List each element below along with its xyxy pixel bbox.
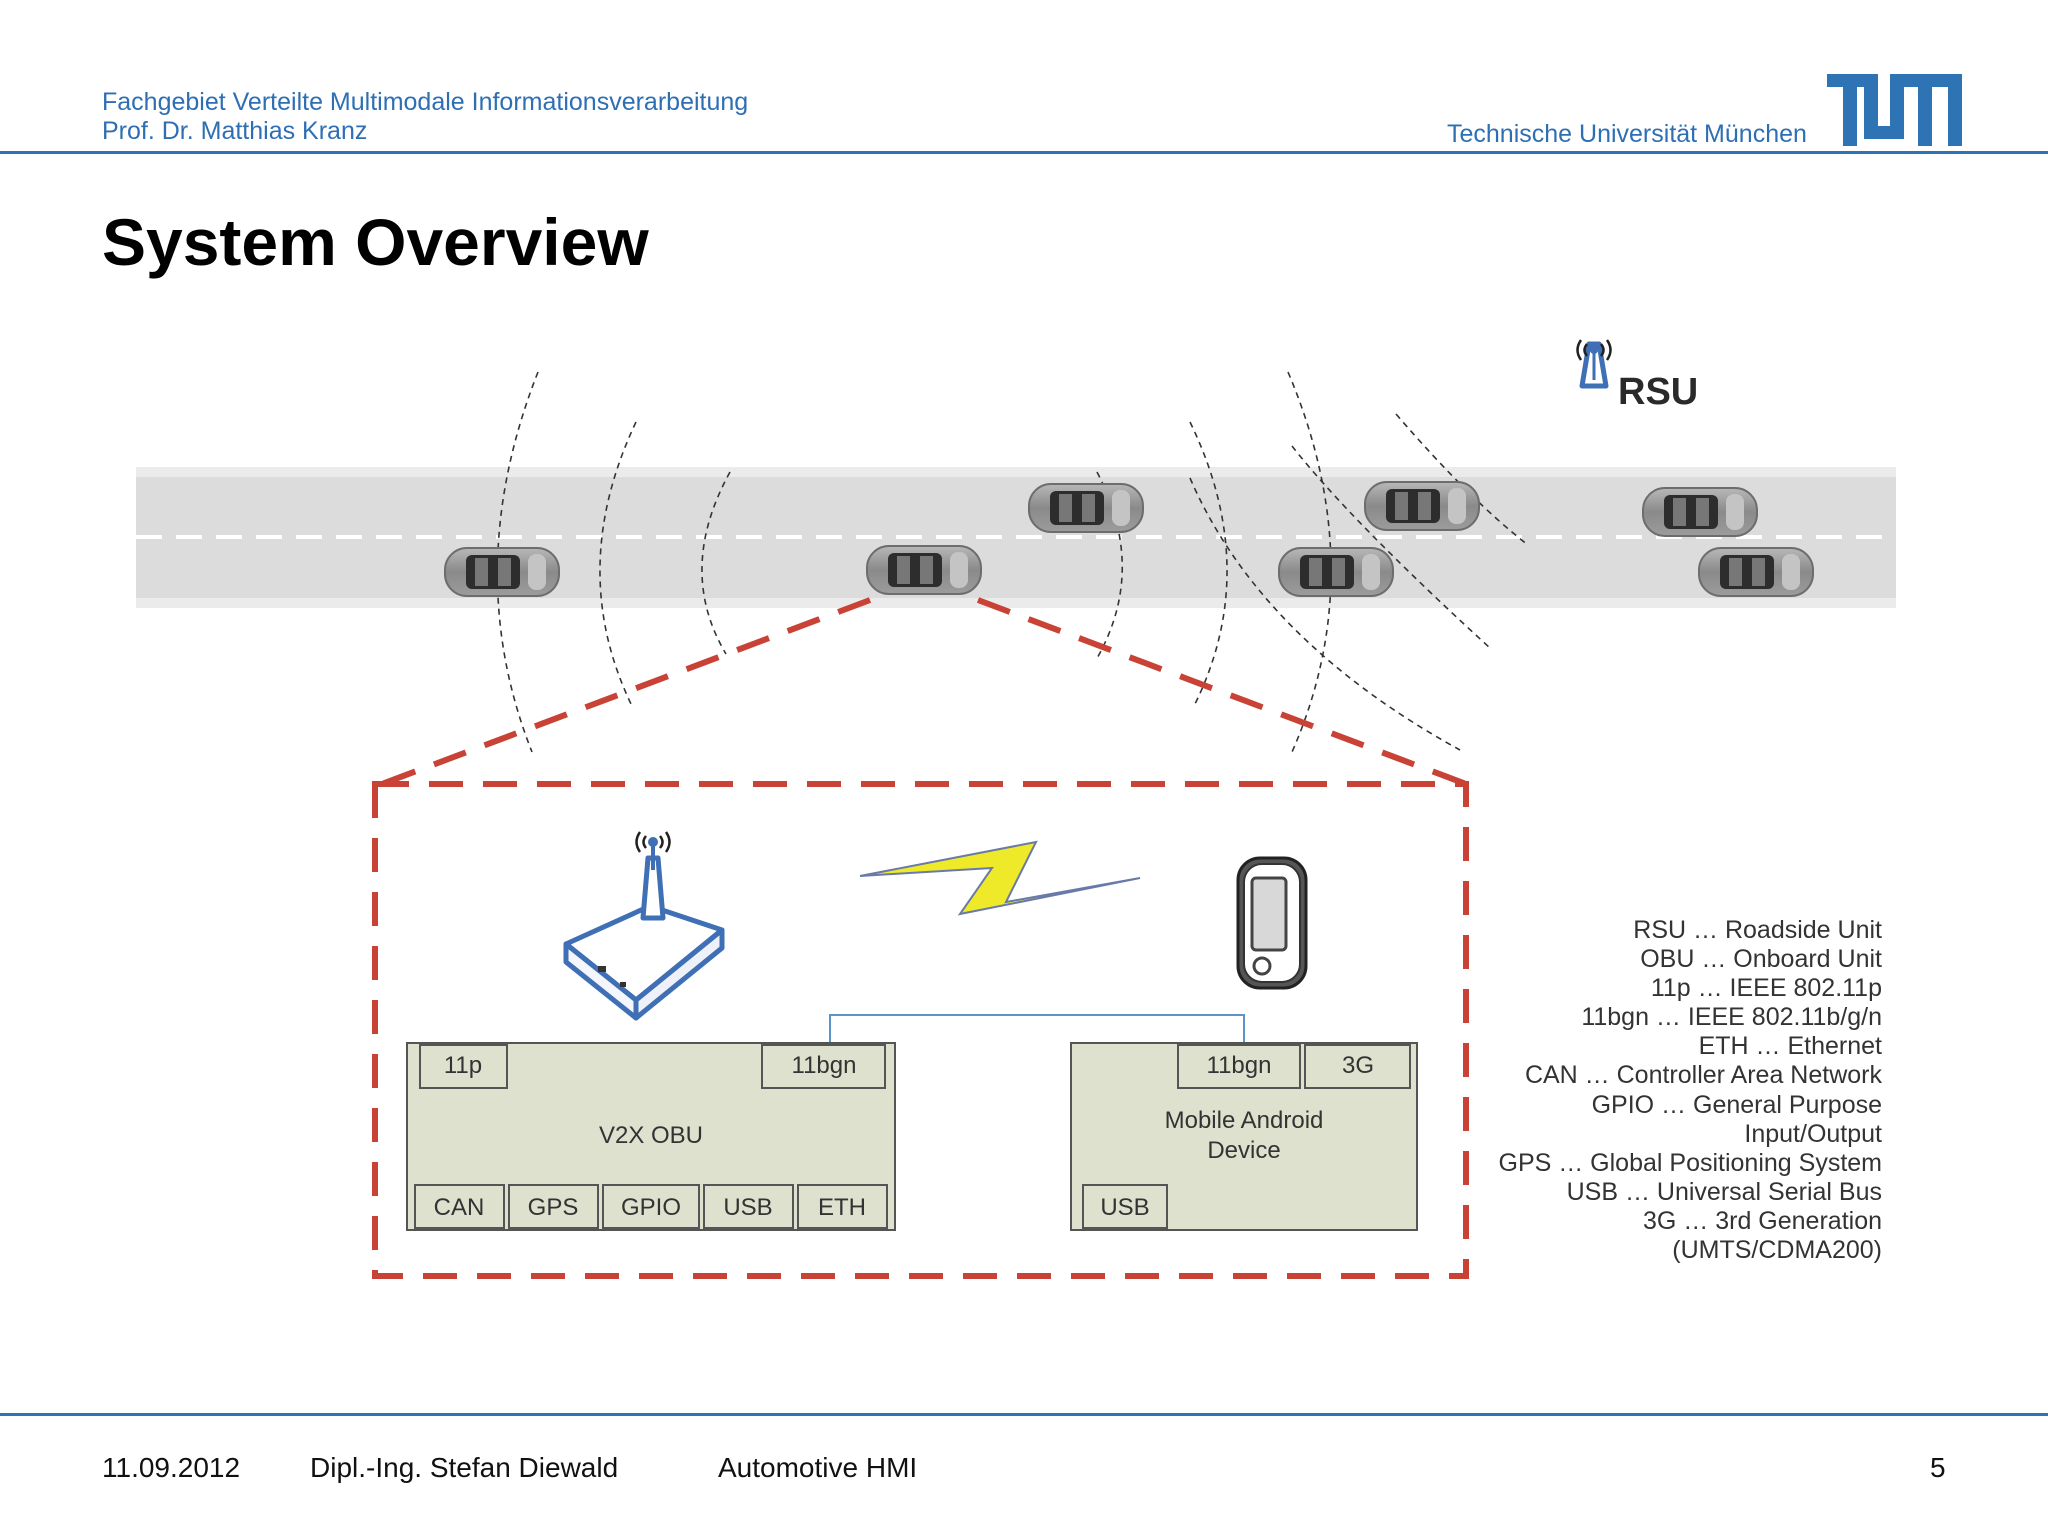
rsu-antenna-icon [1576,339,1612,389]
legend-item: USB … Universal Serial Bus [1566,1177,1882,1206]
obu-name: V2X OBU [599,1122,703,1149]
footer-date: 11.09.2012 [102,1452,241,1483]
abbreviation-legend: RSU … Roadside Unit OBU … Onboard Unit 1… [1499,916,1883,1265]
svg-text:CAN: CAN [434,1194,485,1221]
svg-text:11p: 11p [444,1052,482,1079]
road [136,467,1896,608]
obu-box: 11p 11bgn V2X OBU CAN GPS GPIO USB ETH [406,1042,896,1231]
obu-port-usb [703,1184,794,1229]
wireless-link-icon [859,840,1141,916]
rsu-label: RSU [1618,371,1698,413]
svg-text:USB: USB [1100,1194,1149,1221]
router-icon [563,831,725,1021]
legend-item: GPS … Global Positioning System [1498,1148,1883,1177]
obu-port-11p [419,1044,508,1089]
car-icon-ego [866,545,982,595]
obu-port-11bgn [761,1044,886,1089]
svg-text:USB: USB [723,1194,772,1221]
device-port-3g [1304,1044,1411,1089]
footer-divider [0,1413,2048,1416]
footer-author: Dipl.-Ing. Stefan Diewald [310,1452,619,1483]
university-name: Technische Universität München [1447,120,1807,148]
footer-course: Automotive HMI [718,1452,918,1483]
professor-name: Prof. Dr. Matthias Kranz [102,117,368,145]
device-name-line1: Mobile Android [1165,1107,1324,1134]
legend-item: Input/Output [1744,1119,1882,1148]
obu-port-gps [508,1184,599,1229]
legend-item: 3G … 3rd Generation [1642,1206,1882,1235]
tum-logo [1827,74,1962,146]
page-number: 5 [1930,1452,1946,1483]
svg-text:3G: 3G [1342,1052,1374,1079]
obu-port-eth [797,1184,888,1229]
legend-item: (UMTS/CDMA200) [1672,1236,1882,1265]
obu-port-gpio [602,1184,700,1229]
car-icon [1698,547,1814,597]
legend-item: GPIO … General Purpose [1591,1090,1882,1119]
zoom-frame [372,597,1469,1279]
android-device-box: 11bgn 3G Mobile Android Device USB [1070,1042,1418,1231]
car-icon [1364,481,1480,531]
svg-text:ETH: ETH [818,1194,866,1221]
header-divider [0,151,2048,154]
svg-text:11bgn: 11bgn [1207,1052,1272,1079]
device-port-usb [1082,1184,1168,1229]
system-diagram: RSU [136,339,1896,1279]
obu-port-can [414,1184,505,1229]
legend-item: CAN … Controller Area Network [1524,1061,1882,1090]
device-port-11bgn [1177,1044,1301,1089]
car-icon [1642,487,1758,537]
svg-text:11bgn: 11bgn [792,1052,857,1079]
legend-item: ETH … Ethernet [1698,1032,1882,1061]
legend-item: 11bgn … IEEE 802.11b/g/n [1581,1003,1882,1032]
legend-item: 11p … IEEE 802.11p [1650,974,1882,1003]
legend-item: RSU … Roadside Unit [1633,916,1882,944]
slide-title: System Overview [102,205,649,279]
svg-text:GPS: GPS [528,1194,579,1221]
ethernet-link [829,1014,1245,1042]
car-icon [1028,483,1144,533]
smartphone-icon [1236,856,1308,990]
car-icon [1278,547,1394,597]
car-icon [444,547,560,597]
department-name: Fachgebiet Verteilte Multimodale Informa… [102,88,749,116]
svg-text:GPIO: GPIO [621,1194,681,1221]
device-name-line2: Device [1207,1137,1280,1164]
legend-item: OBU … Onboard Unit [1640,945,1882,974]
